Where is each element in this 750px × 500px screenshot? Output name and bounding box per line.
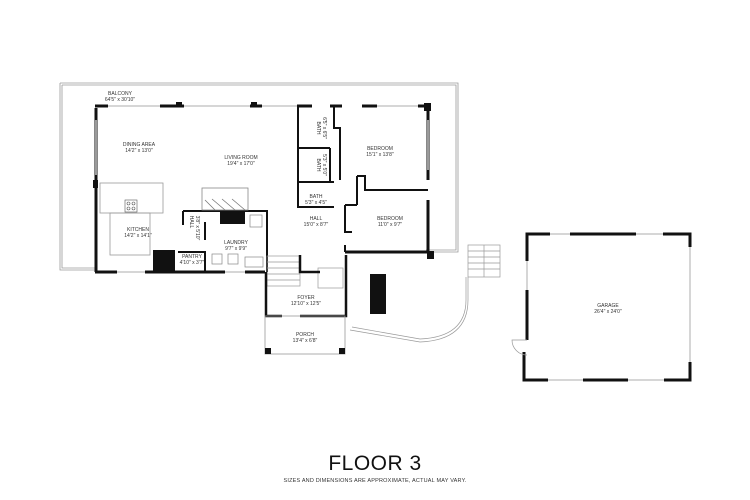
dims-bath-2: 5'3" x 5'0" <box>321 154 327 176</box>
dims-porch: 13'4" x 6'8" <box>293 338 318 344</box>
bedroom-walls <box>344 175 428 252</box>
label-foyer: FOYER <box>297 295 315 301</box>
label-living: LIVING ROOM <box>224 155 257 161</box>
windows <box>95 105 429 273</box>
label-bath-2: BATH <box>315 159 321 172</box>
dims-bedroom-2: 11'0" x 9'7" <box>378 222 402 228</box>
label-bath-3: BATH <box>310 194 323 200</box>
label-bath-1: BATH <box>315 122 321 135</box>
dims-bath-3: 5'3" x 4'5" <box>305 200 327 206</box>
label-garage: GARAGE <box>597 303 619 309</box>
dims-bedroom-1: 15'1" x 13'8" <box>366 152 394 158</box>
label-balcony: BALCONY <box>108 91 133 97</box>
label-laundry: LAUNDRY <box>224 240 248 246</box>
garage-door-swing <box>511 339 528 356</box>
dims-hall-small: 3'8" x 5'10" <box>194 216 200 241</box>
balcony-outline <box>59 82 459 271</box>
label-kitchen: KITCHEN <box>127 227 149 233</box>
stove-icon <box>124 199 138 213</box>
dims-bath-1: 6'5" x 6'5" <box>321 117 327 139</box>
garage-windows <box>526 233 691 381</box>
kitchen-island <box>99 182 164 214</box>
exterior-stairs <box>349 244 501 343</box>
label-bedroom-1: BEDROOM <box>367 146 393 152</box>
porch-pillar <box>265 348 271 354</box>
dims-dining: 14'2" x 13'0" <box>125 148 153 154</box>
porch-outline <box>264 315 346 355</box>
dims-pantry: 4'10" x 3'7" <box>180 260 205 266</box>
dims-balcony: 64'5" x 30'10" <box>105 97 135 103</box>
pillar-black <box>370 274 386 314</box>
label-hall-small: HALL <box>188 216 194 229</box>
garage-walls <box>522 232 692 382</box>
label-pantry: PANTRY <box>182 254 202 260</box>
dims-kitchen: 14'2" x 14'1" <box>124 233 152 239</box>
kitchen-laundry-walls <box>178 210 268 272</box>
dims-living: 19'4" x 17'0" <box>227 161 255 167</box>
dims-hall: 15'0" x 8'7" <box>304 222 329 228</box>
fireplace <box>201 187 249 224</box>
label-dining: DINING AREA <box>123 142 156 148</box>
disclaimer: SIZES AND DIMENSIONS ARE APPROXIMATE, AC… <box>283 478 467 484</box>
kitchen-counter <box>109 212 151 256</box>
floor-title: FLOOR 3 <box>328 452 422 475</box>
dims-laundry: 9'7" x 9'9" <box>225 246 247 252</box>
bath-walls <box>297 106 341 208</box>
appliances <box>211 214 264 268</box>
label-hall: HALL <box>310 216 323 222</box>
label-bedroom-2: BEDROOM <box>377 216 403 222</box>
porch-pillar <box>339 348 345 354</box>
dims-foyer: 12'10" x 12'5" <box>291 301 321 307</box>
pillars <box>93 102 434 272</box>
dims-garage: 26'4" x 24'0" <box>594 309 622 315</box>
label-porch: PORCH <box>296 332 314 338</box>
